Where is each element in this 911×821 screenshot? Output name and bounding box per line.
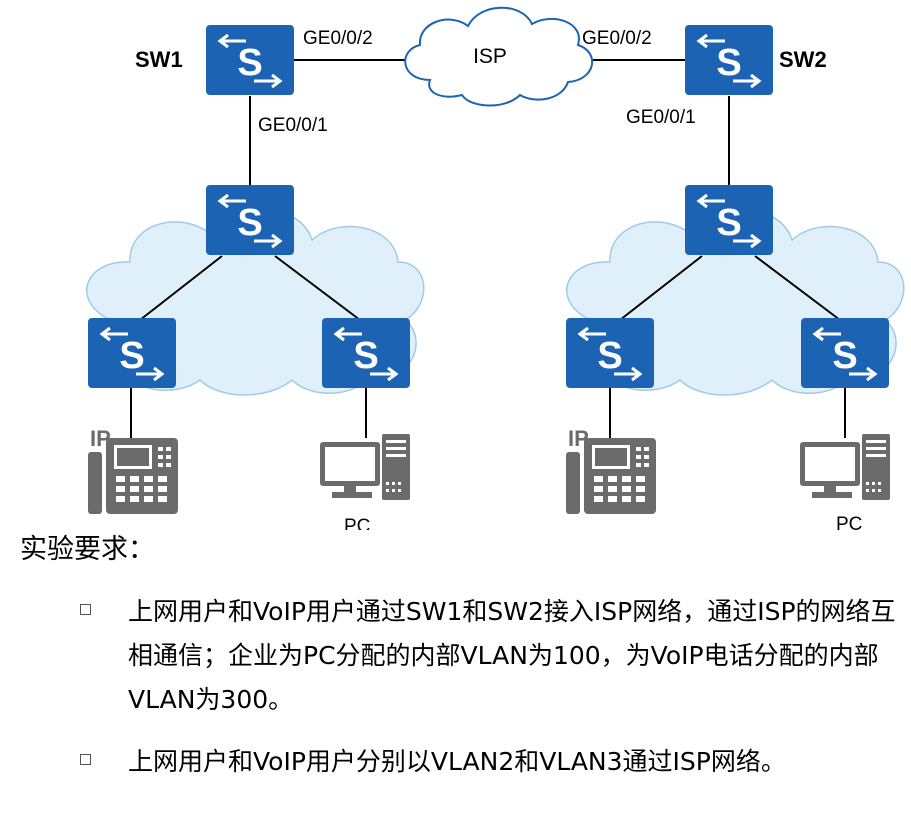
network-topology-diagram: S: [86, 6, 905, 530]
right-ip-phone-badge: IP: [568, 426, 589, 451]
requirement-text: 上网用户和VoIP用户通过SW1和SW2接入ISP网络，通过ISP的网络互相通信…: [128, 597, 896, 714]
right-pc-access-switch-icon[interactable]: [801, 318, 889, 388]
left-phone-access-switch-icon[interactable]: [88, 318, 176, 388]
sw1-uplink-port-label: GE0/0/2: [303, 28, 373, 49]
left-aggregation-switch-icon[interactable]: [206, 184, 294, 256]
right-pc-icon[interactable]: [800, 434, 890, 500]
requirement-text: 上网用户和VoIP用户分别以VLAN2和VLAN3通过ISP网络。: [128, 747, 786, 776]
isp-cloud-icon: [404, 6, 594, 107]
sw1-label: SW1: [135, 47, 183, 72]
sw1-downlink-port-label: GE0/0/1: [258, 115, 328, 136]
left-ip-phone-badge: IP: [90, 426, 111, 451]
network-links: [130, 59, 846, 438]
list-item: 上网用户和VoIP用户通过SW1和SW2接入ISP网络，通过ISP的网络互相通信…: [80, 590, 900, 722]
bullet-square-icon: [80, 604, 91, 615]
requirements-title: 实验要求：: [20, 534, 155, 565]
bullet-square-icon: [80, 754, 91, 765]
sw2-label: SW2: [779, 47, 827, 72]
list-item: 上网用户和VoIP用户分别以VLAN2和VLAN3通过ISP网络。: [80, 740, 900, 784]
sw2-downlink-port-label: GE0/0/1: [626, 107, 696, 128]
left-pc-label: PC: [344, 516, 370, 530]
left-pc-access-switch-icon[interactable]: [322, 318, 410, 388]
right-aggregation-switch-icon[interactable]: [685, 184, 773, 256]
requirements-list: 上网用户和VoIP用户通过SW1和SW2接入ISP网络，通过ISP的网络互相通信…: [80, 590, 900, 802]
isp-label: ISP: [473, 45, 507, 68]
left-pc-icon[interactable]: [320, 434, 410, 500]
right-phone-access-switch-icon[interactable]: [566, 318, 654, 388]
sw2-uplink-port-label: GE0/0/2: [582, 28, 652, 49]
sw1-switch-icon[interactable]: [206, 25, 294, 95]
sw2-switch-icon[interactable]: [685, 25, 773, 95]
right-pc-label: PC: [836, 514, 862, 530]
